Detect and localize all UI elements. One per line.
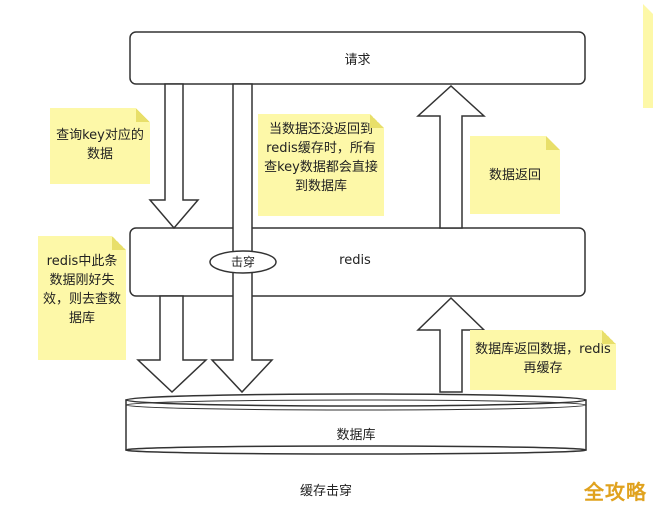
diagram-caption: 缓存击穿 [299, 484, 352, 499]
note-db-return: 数据库返回数据，redis再缓存 [470, 330, 616, 390]
note-query-key-text: 查询key对应的数据 [56, 128, 144, 162]
note-fold-icon [602, 330, 616, 344]
note-edge-partial [639, 0, 653, 108]
note-fold-icon [136, 108, 150, 122]
up-arrow-database-to-redis [416, 296, 486, 393]
note-data-return-text: 数据返回 [488, 168, 541, 183]
note-expired-text: redis中此条数据刚好失效，则去查数据库 [42, 254, 121, 326]
redis-label: redis [339, 253, 371, 268]
note-fold-icon [546, 136, 560, 150]
down-arrow-redis-to-database [136, 295, 208, 394]
request-box [129, 31, 586, 85]
note-not-returned-text: 当数据还没返回到redis缓存时，所有查key数据都会直接到数据库 [264, 122, 378, 194]
note-expired: redis中此条数据刚好失效，则去查数据库 [38, 236, 126, 360]
penetrate-label: 击穿 [230, 255, 255, 269]
note-db-return-text: 数据库返回数据，redis再缓存 [475, 342, 611, 376]
note-fold-icon [370, 114, 384, 128]
database-cylinder [125, 393, 587, 455]
down-arrow-request-to-redis [148, 83, 200, 230]
note-fold-icon [112, 236, 126, 250]
down-arrow-request-to-database [210, 83, 274, 394]
watermark-logo: 全攻略 [584, 480, 647, 504]
up-arrow-redis-to-request [416, 84, 486, 229]
note-not-returned: 当数据还没返回到redis缓存时，所有查key数据都会直接到数据库 [258, 114, 384, 216]
note-query-key: 查询key对应的数据 [50, 108, 150, 184]
note-data-return: 数据返回 [470, 136, 560, 214]
penetrate-ellipse [209, 250, 277, 274]
request-label: 请求 [344, 53, 371, 68]
database-label: 数据库 [336, 428, 376, 443]
